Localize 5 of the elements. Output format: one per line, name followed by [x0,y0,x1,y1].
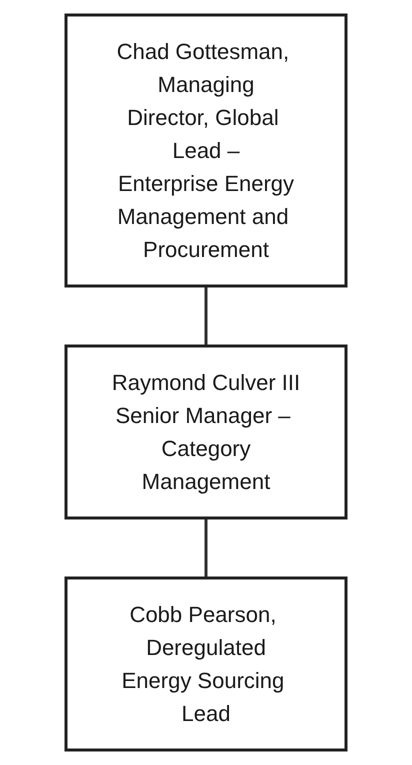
node-box: Cobb Pearson, Deregulated Energy Sourcing Lead [64,576,348,752]
node-box: Chad Gottesman, Managing Director, Global Lead – Enterprise Energy Management and Procurement [64,14,348,288]
connector [204,518,208,578]
connector [204,286,208,346]
node-box: Raymond Culver III Senior Manager – Category Management [64,344,348,520]
